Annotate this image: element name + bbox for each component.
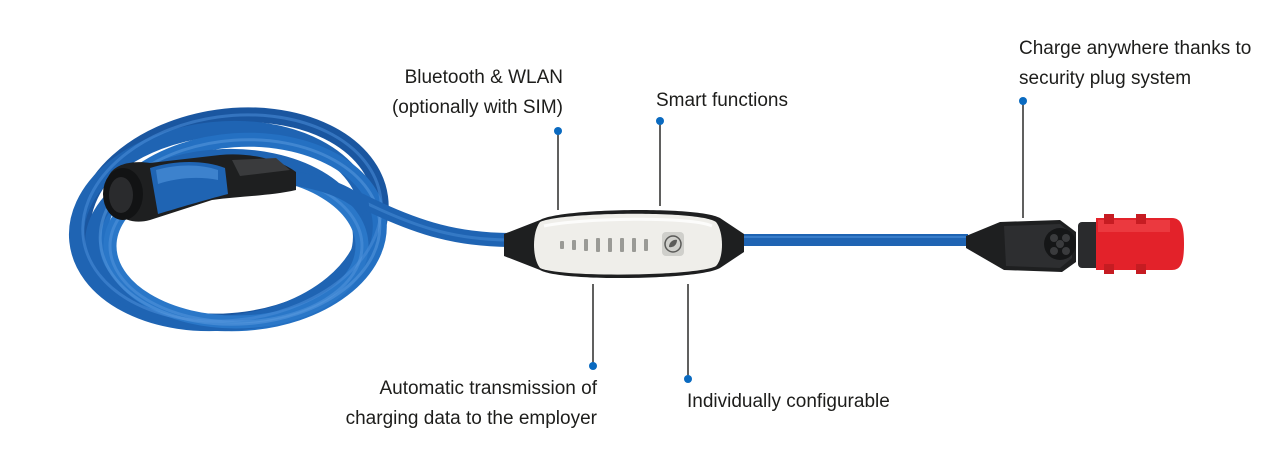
callout-automatic-line2: charging data to the employer (345, 408, 597, 429)
callout-bluetooth-line1: Bluetooth & WLAN (404, 67, 563, 88)
callout-automatic-line1: Automatic transmission of (379, 378, 597, 399)
led-indicator-icon (560, 238, 648, 252)
callout-charge-anywhere-line1: Charge anywhere thanks to (1019, 38, 1252, 59)
callout-smart-line1: Smart functions (656, 90, 788, 111)
pointer-dot-bluetooth (554, 127, 562, 135)
pointer-dot-configurable (684, 375, 692, 383)
type2-plug (103, 154, 296, 222)
cable-segment-plug (283, 171, 369, 212)
callout-configurable: Individually configurable (687, 387, 890, 417)
callout-charge-anywhere-line2: security plug system (1019, 68, 1192, 89)
pointer-dot-smart (656, 117, 664, 125)
callout-charge-anywhere: Charge anywhere thanks to security plug … (1019, 34, 1251, 94)
control-box (504, 209, 744, 279)
callout-configurable-line1: Individually configurable (687, 391, 890, 412)
callout-bluetooth-line2: (optionally with SIM) (391, 97, 563, 118)
pointer-dot-charge-anywhere (1019, 97, 1027, 105)
callout-smart: Smart functions (656, 86, 788, 116)
callout-bluetooth: Bluetooth & WLAN (optionally with SIM) (392, 63, 563, 123)
leaf-icon (664, 235, 682, 253)
pointer-dot-automatic (589, 362, 597, 370)
callout-automatic: Automatic transmission of charging data … (346, 374, 597, 434)
callout-pointers (554, 97, 1027, 383)
cee-plug (966, 214, 1184, 274)
